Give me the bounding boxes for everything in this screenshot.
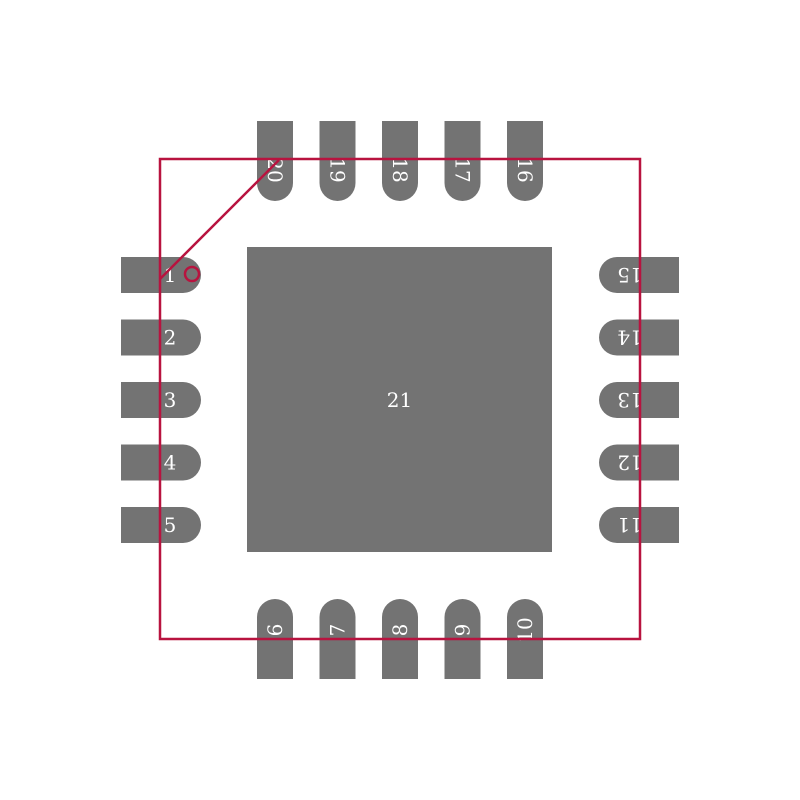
pin-label: 2 xyxy=(164,326,177,350)
pin-pad xyxy=(257,121,293,201)
pin-label: 9 xyxy=(451,624,475,637)
pin-label: 5 xyxy=(164,513,177,537)
pin-label: 16 xyxy=(513,157,537,182)
pin-label: 15 xyxy=(617,263,642,287)
pin1-chamfer-line xyxy=(159,159,280,280)
pin-label: 13 xyxy=(617,388,642,412)
pin-label: 6 xyxy=(263,624,287,637)
pin-label: 1 xyxy=(164,263,177,287)
pin-16: 16 xyxy=(507,121,543,201)
pin-17: 17 xyxy=(444,121,481,201)
pin-label: 3 xyxy=(164,388,177,412)
pin-label: 20 xyxy=(263,157,287,182)
pin-label: 8 xyxy=(388,624,412,637)
body-outline-layer xyxy=(158,157,642,641)
pin-label: 17 xyxy=(451,157,475,182)
pin-pad xyxy=(382,121,418,201)
pin-18: 18 xyxy=(382,121,418,201)
pin-20: 20 xyxy=(257,121,293,201)
pin-pad xyxy=(507,121,543,201)
pin-label: 12 xyxy=(617,451,642,475)
pin-label: 4 xyxy=(164,451,177,475)
pin-label: 18 xyxy=(388,157,412,182)
pin-pad xyxy=(319,121,356,201)
pin-label: 19 xyxy=(326,157,350,182)
pin-label: 7 xyxy=(326,624,350,637)
pin-label: 14 xyxy=(617,326,642,350)
pin-19: 19 xyxy=(319,121,356,201)
pin1-marker-circle xyxy=(183,265,201,283)
thermal-pad xyxy=(247,247,552,552)
thermal-pad-label: 21 xyxy=(387,388,412,412)
pin-label: 11 xyxy=(617,513,642,537)
body-outline xyxy=(158,157,642,641)
pin-pad xyxy=(444,121,481,201)
